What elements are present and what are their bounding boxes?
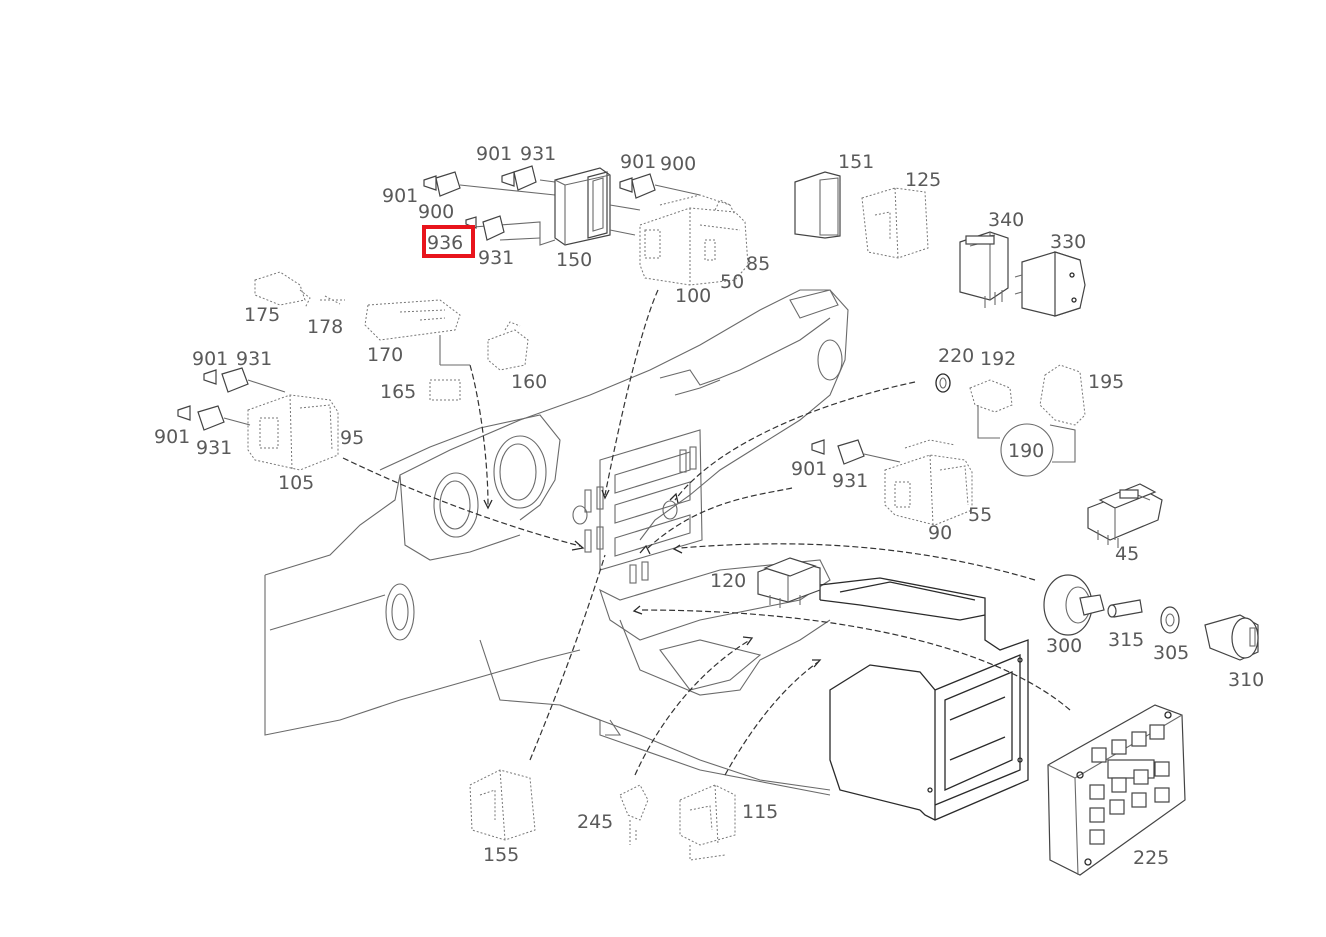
label-901: 901: [154, 426, 190, 448]
label-115: 115: [742, 801, 778, 823]
part-330: [1014, 251, 1086, 317]
part-160: [487, 321, 529, 371]
label-150: 150: [556, 249, 592, 271]
label-225: 225: [1133, 847, 1169, 869]
label-330: 330: [1050, 231, 1086, 253]
part-175-178: [254, 271, 345, 309]
label-151: 151: [838, 151, 874, 173]
label-305: 305: [1153, 642, 1189, 664]
label-931: 931: [520, 143, 556, 165]
part-125: [861, 187, 929, 259]
part-151: [794, 171, 841, 239]
dashboard-body: [264, 289, 849, 796]
label-901: 901: [382, 185, 418, 207]
label-931: 931: [196, 437, 232, 459]
label-195: 195: [1088, 371, 1124, 393]
part-labels: 901 931 901 900 901 900 936 931 150 151 …: [154, 143, 1264, 869]
part-group-100: [619, 173, 749, 286]
label-90: 90: [928, 522, 952, 544]
label-155: 155: [483, 844, 519, 866]
part-group-90: [811, 439, 973, 526]
highlight-box[interactable]: [422, 225, 475, 258]
label-901: 901: [620, 151, 656, 173]
label-50: 50: [720, 271, 744, 293]
label-175: 175: [244, 304, 280, 326]
label-160: 160: [511, 371, 547, 393]
label-190: 190: [1008, 440, 1044, 462]
label-900: 900: [418, 201, 454, 223]
label-105: 105: [278, 472, 314, 494]
label-900: 900: [660, 153, 696, 175]
part-group-105: [177, 367, 339, 471]
label-170: 170: [367, 344, 403, 366]
part-115: [679, 784, 736, 861]
label-901: 901: [192, 348, 228, 370]
part-155: [469, 769, 536, 841]
part-220-192-195: [935, 364, 1086, 477]
part-group-150: [423, 165, 641, 246]
label-100: 100: [675, 285, 711, 307]
label-931: 931: [478, 247, 514, 269]
label-245: 245: [577, 811, 613, 833]
center-console: [819, 577, 1029, 821]
label-340: 340: [988, 209, 1024, 231]
label-300: 300: [1046, 635, 1082, 657]
label-95: 95: [340, 427, 364, 449]
label-125: 125: [905, 169, 941, 191]
assembly-arrows: [342, 289, 1071, 776]
part-45: [1087, 483, 1163, 548]
label-936-highlighted: 936: [427, 232, 463, 254]
part-170-165: [364, 299, 470, 401]
label-901: 901: [791, 458, 827, 480]
label-192: 192: [980, 348, 1016, 370]
part-300-315-305-310: [1043, 574, 1259, 661]
label-120: 120: [710, 570, 746, 592]
label-931: 931: [236, 348, 272, 370]
label-178: 178: [307, 316, 343, 338]
label-55: 55: [968, 504, 992, 526]
label-165: 165: [380, 381, 416, 403]
label-901: 901: [476, 143, 512, 165]
part-120: [757, 557, 821, 608]
label-310: 310: [1228, 669, 1264, 691]
label-931: 931: [832, 470, 868, 492]
part-225-control-panel: [1047, 704, 1186, 876]
part-340: [959, 231, 1009, 308]
label-45: 45: [1115, 543, 1139, 565]
label-220: 220: [938, 345, 974, 367]
label-85: 85: [746, 253, 770, 275]
label-315: 315: [1108, 629, 1144, 651]
part-245: [619, 784, 649, 845]
